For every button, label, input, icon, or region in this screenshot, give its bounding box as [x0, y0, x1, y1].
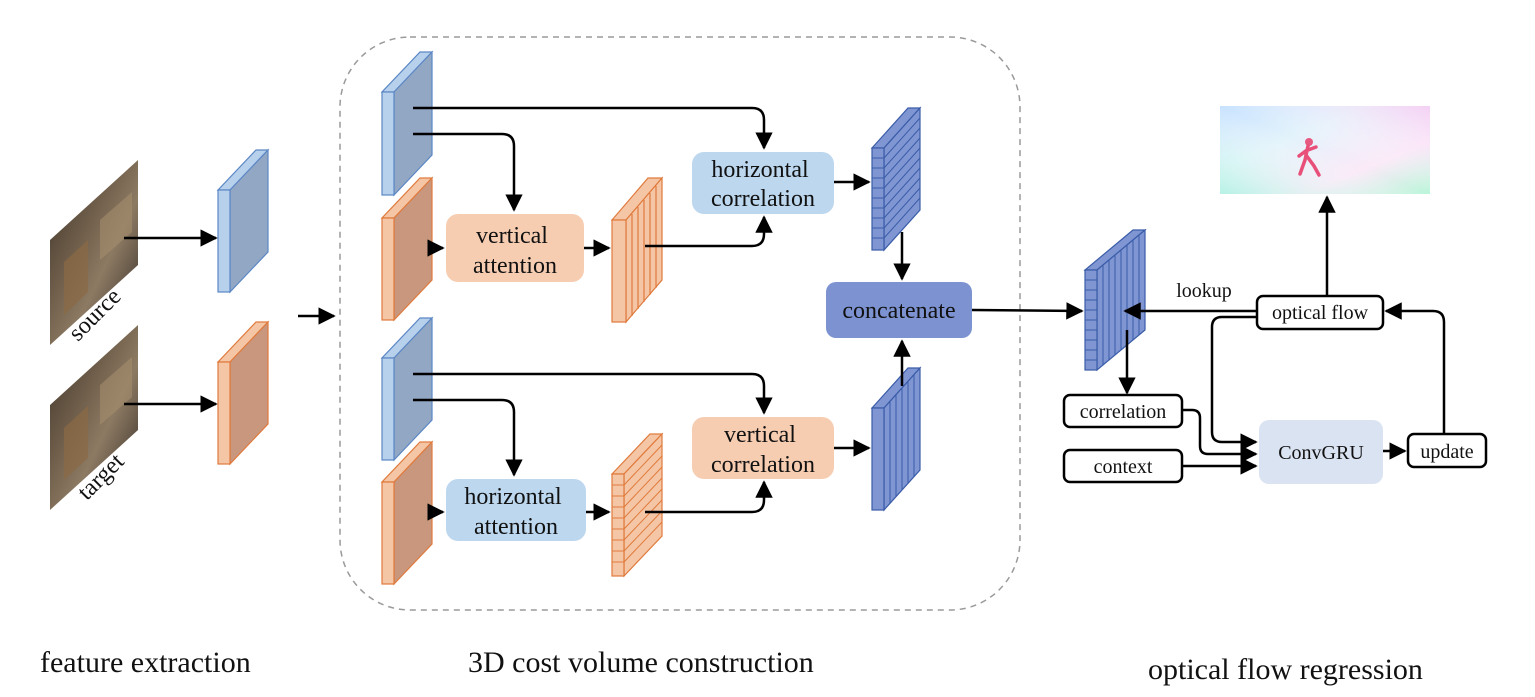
- concatenate-box: [826, 282, 972, 338]
- bottom-blue-to-vcorr-arrow: [413, 372, 773, 415]
- convgru-box: [1259, 420, 1383, 484]
- optical-flow-to-gru-arrow: [1210, 315, 1258, 451]
- top-blue-to-vattn-arrow: [413, 132, 523, 212]
- optical-flow-label: optical flow: [1272, 302, 1369, 324]
- svg-text:vertical attention: vertical attention: [473, 223, 557, 279]
- vertical-attention-line2: attention: [473, 253, 557, 279]
- convgru-label: ConvGRU: [1278, 442, 1364, 464]
- svg-text:horizontal attention: horizontal attention: [464, 484, 567, 540]
- horizontal-correlation-line2: correlation: [711, 186, 815, 212]
- lookup-label: lookup: [1176, 280, 1232, 302]
- top-cost-volume: [870, 106, 922, 252]
- vertical-attention-line1: vertical: [476, 223, 548, 249]
- vertical-correlation-line1: vertical: [724, 422, 796, 448]
- horizontal-correlation-box: [692, 152, 834, 214]
- update-label: update: [1420, 441, 1473, 463]
- vertical-attention-box: [446, 214, 584, 282]
- cost-volume-caption: 3D cost volume construction: [468, 646, 814, 679]
- source-image: [50, 160, 138, 345]
- bottom-orange-feature-map: [380, 440, 434, 586]
- horizontal-correlation-line1: horizontal: [711, 157, 809, 183]
- regression-caption: optical flow regression: [1148, 653, 1423, 686]
- update-to-optical-flow-arrow: [1384, 302, 1446, 434]
- cost-volume-group: [339, 36, 1021, 611]
- target-feature-map: [216, 320, 270, 466]
- horizontal-attention-line1: horizontal: [464, 484, 562, 510]
- top-blue-to-hcorr-arrow: [413, 106, 773, 150]
- bottom-attended-volume: [610, 432, 664, 578]
- correlation-label: correlation: [1080, 401, 1167, 423]
- horizontal-attention-box: [446, 479, 586, 541]
- concatenate-label: concatenate: [842, 298, 955, 324]
- top-orange-feature-map: [380, 176, 434, 322]
- target-image: [50, 325, 138, 510]
- flow-visualization: [1220, 106, 1430, 194]
- concat-to-3d-volume-arrow: [971, 302, 1084, 320]
- svg-text:vertical correlation: vertical correlation: [711, 422, 815, 478]
- update-box: [1406, 432, 1488, 469]
- bottom-cost-volume: [870, 366, 922, 512]
- feature-extraction-caption: feature extraction: [40, 646, 251, 679]
- volume-to-vcorr-arrow: [645, 480, 773, 514]
- top-attended-volume: [610, 176, 664, 324]
- context-label: context: [1094, 456, 1153, 478]
- optical-flow-box: [1255, 294, 1385, 331]
- top-blue-feature-map: [380, 50, 434, 197]
- source-feature-map: [216, 148, 270, 294]
- svg-text:horizontal correlation: horizontal correlation: [711, 157, 815, 212]
- vertical-correlation-line2: correlation: [711, 452, 815, 478]
- final-cost-volume: [1083, 228, 1147, 372]
- bottom-blue-to-hattn-arrow: [413, 398, 523, 477]
- correlation-to-gru-arrow: [1182, 408, 1258, 463]
- horizontal-attention-line2: attention: [474, 514, 558, 540]
- volume-to-hcorr-arrow: [645, 215, 773, 248]
- bottom-blue-feature-map: [380, 316, 434, 462]
- vertical-correlation-box: [692, 417, 834, 479]
